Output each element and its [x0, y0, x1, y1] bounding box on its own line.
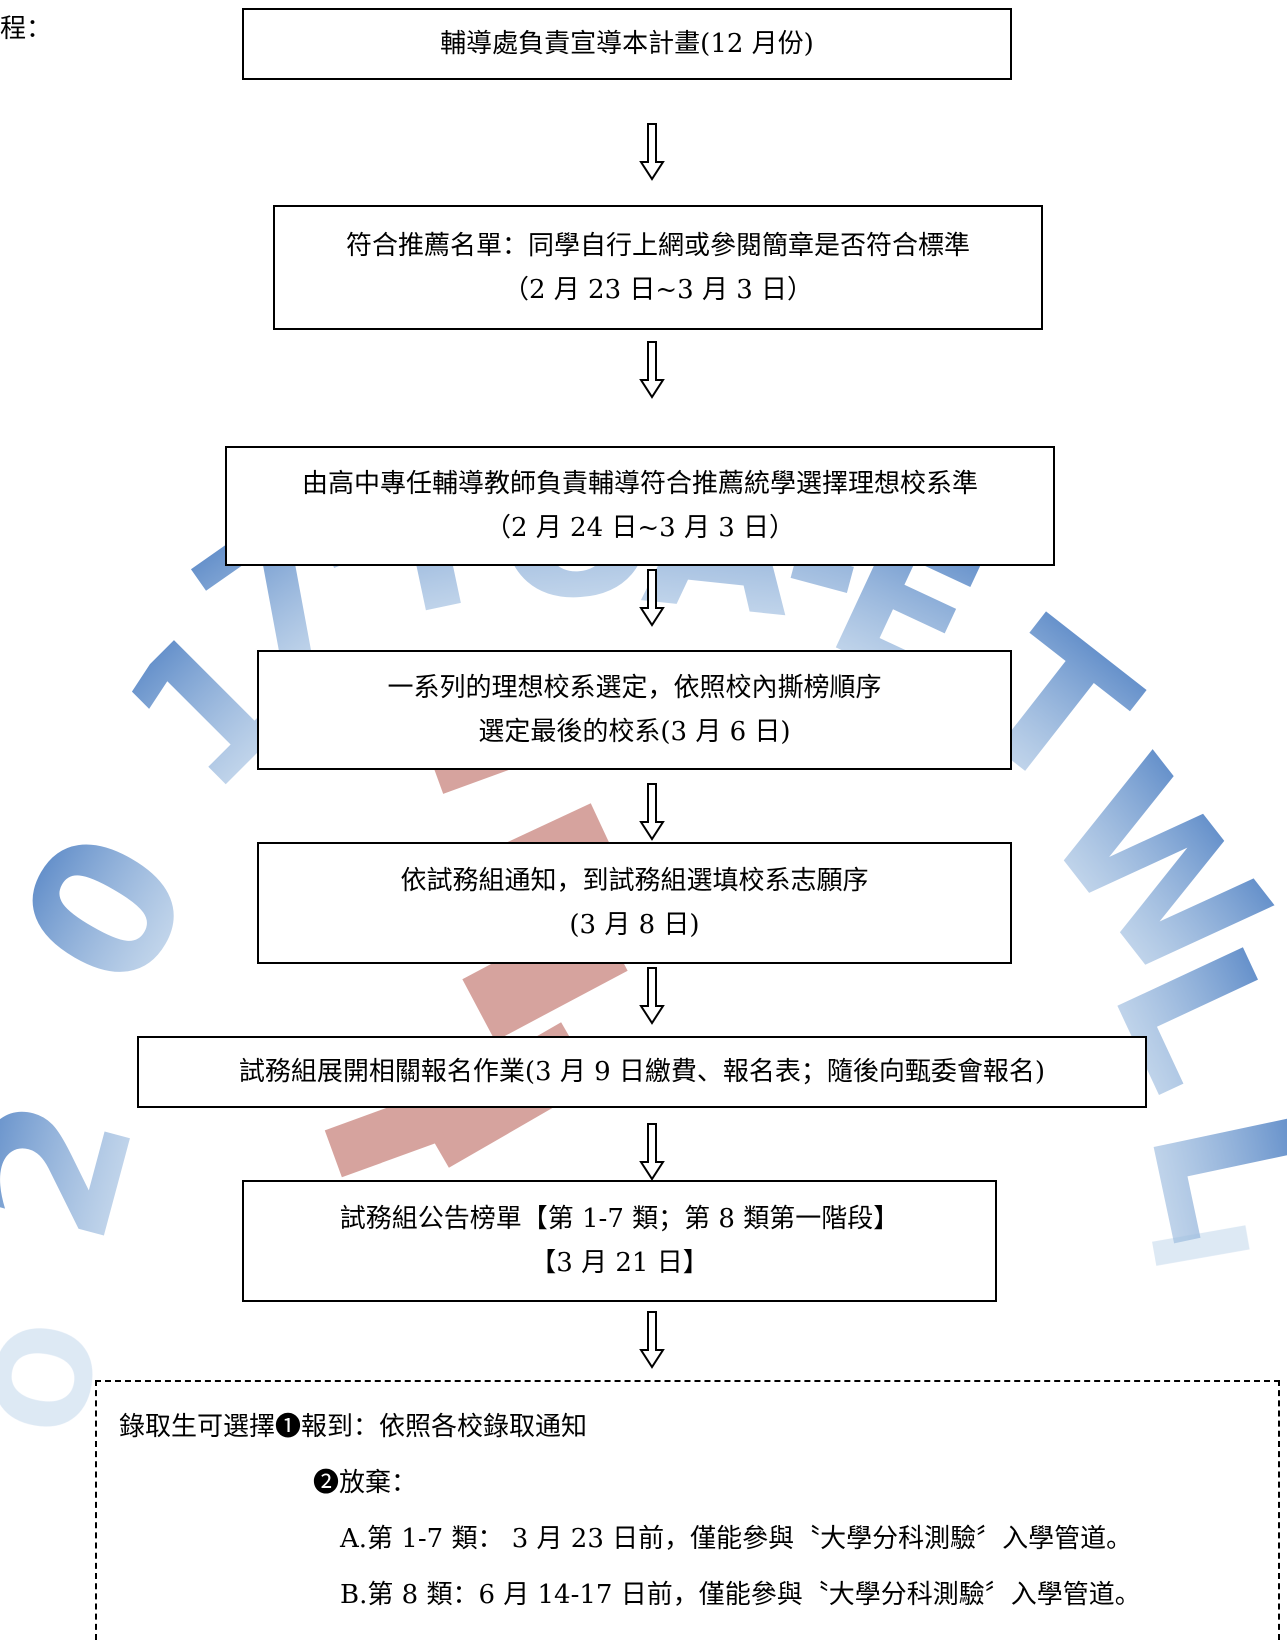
- notes-line-3: A.第 1-7 類： 3 月 23 日前，僅能參與〝大學分科測驗〞入學管道。: [340, 1524, 1133, 1554]
- flow-step-2-line1: 符合推薦名單：同學自行上網或參閱簡章是否符合標準: [345, 230, 970, 261]
- down-arrow-icon: [639, 569, 665, 627]
- svg-text:I: I: [1119, 1209, 1277, 1283]
- flow-step-3: 由高中專任輔導教師負責輔導符合推薦統學選擇理想校系準 （2 月 24 日~3 月…: [225, 446, 1055, 566]
- down-arrow-icon: [639, 967, 665, 1025]
- flow-step-7-line2: 【3 月 21 日】: [530, 1248, 709, 1278]
- down-arrow-icon: [639, 1311, 665, 1369]
- svg-text:0: 0: [0, 798, 235, 1023]
- flow-step-2-line2: （2 月 23 日~3 月 3 日）: [502, 274, 814, 305]
- flow-step-4-line2: 選定最後的校系(3 月 6 日): [478, 717, 791, 747]
- notes-line-1: 錄取生可選擇❶報到：依照各校錄取通知: [119, 1412, 588, 1442]
- notes-line-4: B.第 8 類：6 月 14-17 日前，僅能參與〝大學分科測驗〞入學管道。: [340, 1580, 1141, 1610]
- flow-step-6-text: 試務組展開相關報名作業(3 月 9 日繳費、報名表；隨後向甄委會報名): [238, 1057, 1046, 1087]
- flow-step-7-line1: 試務組公告榜單【第 1-7 類；第 8 類第一階段】: [339, 1204, 900, 1234]
- header-label: 程：: [0, 14, 53, 44]
- flow-step-5: 依試務組通知，到試務組選填校系志願序 (3 月 8 日): [257, 842, 1012, 964]
- flow-step-1-text: 輔導處負責宣導本計畫(12 月份): [440, 29, 814, 59]
- flow-step-3-line2: （2 月 24 日~3 月 3 日）: [484, 513, 796, 543]
- flow-step-4-line1: 一系列的理想校系選定，依照校內撕榜順序: [387, 673, 882, 703]
- flow-step-6: 試務組展開相關報名作業(3 月 9 日繳費、報名表；隨後向甄委會報名): [137, 1036, 1147, 1108]
- down-arrow-icon: [639, 123, 665, 181]
- notes-line-2: ❷放棄：: [313, 1468, 418, 1498]
- flow-step-1: 輔導處負責宣導本計畫(12 月份): [242, 8, 1012, 80]
- flow-step-2: 符合推薦名單：同學自行上網或參閱簡章是否符合標準 （2 月 23 日~3 月 3…: [273, 205, 1043, 330]
- flow-step-3-line1: 由高中專任輔導教師負責輔導符合推薦統學選擇理想校系準: [301, 469, 978, 499]
- flow-step-4: 一系列的理想校系選定，依照校內撕榜順序 選定最後的校系(3 月 6 日): [257, 650, 1012, 770]
- result-notes-box: 錄取生可選擇❶報到：依照各校錄取通知 ❷放棄： A.第 1-7 類： 3 月 2…: [95, 1380, 1280, 1640]
- down-arrow-icon: [639, 341, 665, 399]
- svg-text:W: W: [1005, 722, 1287, 1023]
- down-arrow-icon: [639, 783, 665, 841]
- down-arrow-icon: [639, 1123, 665, 1181]
- svg-text:L: L: [1106, 1093, 1287, 1257]
- flow-step-7: 試務組公告榜單【第 1-7 類；第 8 類第一階段】 【3 月 21 日】: [242, 1180, 997, 1302]
- flow-step-5-line2: (3 月 8 日): [569, 910, 700, 940]
- flow-step-5-line1: 依試務組通知，到試務組選填校系志願序: [400, 866, 869, 896]
